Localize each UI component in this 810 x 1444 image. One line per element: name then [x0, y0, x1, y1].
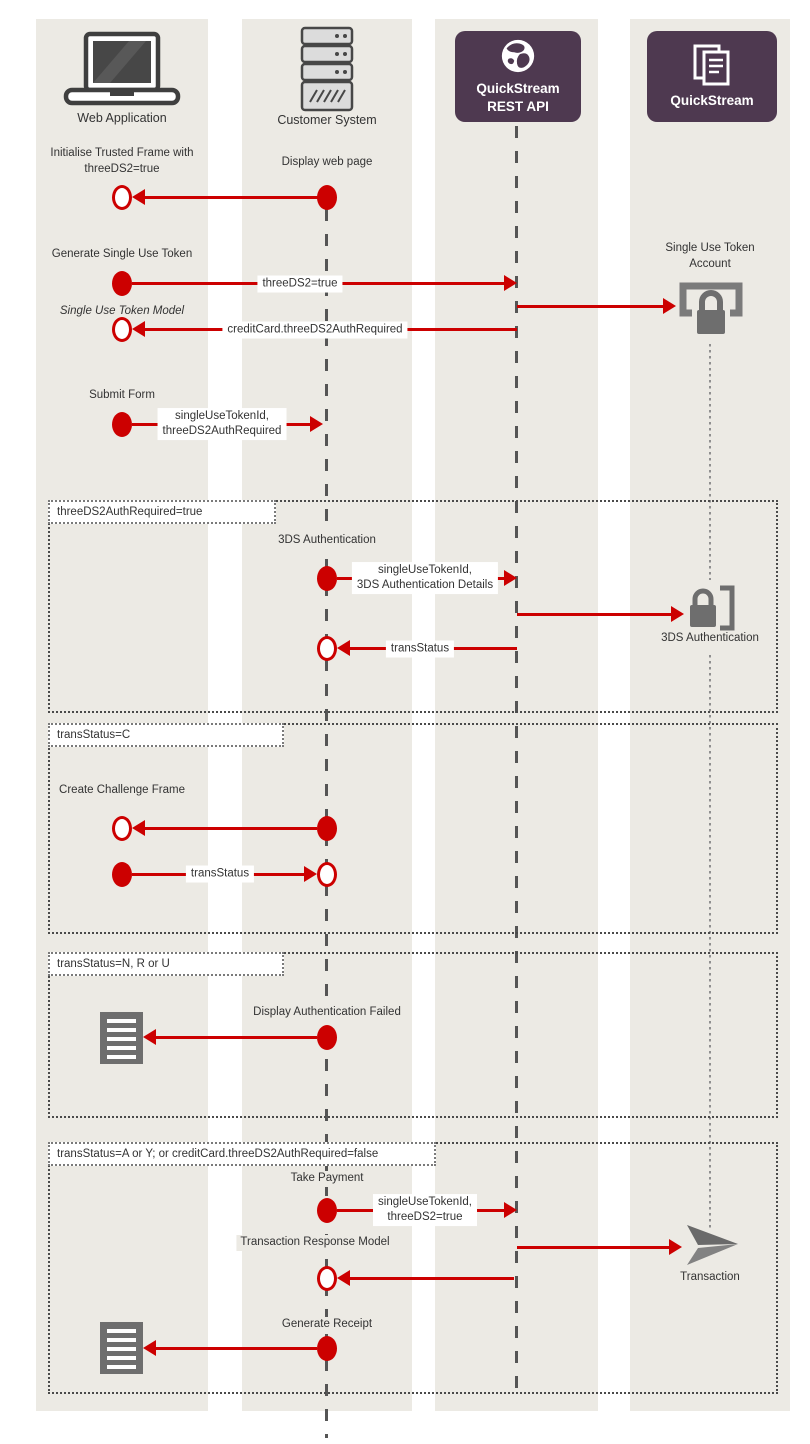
- message-endpoint-filled: [317, 1025, 337, 1050]
- actor-label-customer-system: Customer System: [277, 113, 377, 127]
- message-endpoint-filled: [317, 1336, 337, 1361]
- step-init-trusted-frame: Initialise Trusted Frame with threeDS2=t…: [50, 147, 194, 175]
- transaction-send-icon: [687, 1225, 738, 1265]
- arrowhead: [143, 1029, 156, 1045]
- globe-icon: [501, 40, 535, 73]
- actor-label-rest-api: QuickStream REST API: [476, 81, 560, 114]
- message-endpoint-filled: [112, 862, 132, 887]
- alt-frame-transstatus-ay: transStatus=A or Y; or creditCard.threeD…: [48, 1142, 778, 1394]
- arrowhead: [504, 1202, 517, 1218]
- message-endpoint-open: [317, 1266, 337, 1291]
- message-endpoint-open: [317, 636, 337, 661]
- message-endpoint-filled: [317, 816, 337, 841]
- alt-frame-threeds2-required: threeDS2AuthRequired=true: [48, 500, 778, 713]
- message-line: [348, 1277, 514, 1280]
- token-account-lock-icon: [679, 282, 743, 334]
- arrowhead: [132, 820, 145, 836]
- document-icon: [100, 1322, 143, 1374]
- laptop-icon: [63, 31, 181, 106]
- message-endpoint-filled: [317, 566, 337, 591]
- actor-label-web-application: Web Application: [77, 111, 167, 125]
- arrowhead: [671, 606, 684, 622]
- step-display-authentication-failed: Display Authentication Failed: [249, 1005, 405, 1021]
- endpoint-label-3ds-authentication: 3DS Authentication: [661, 631, 759, 647]
- step-submit-form: Submit Form: [89, 389, 155, 401]
- actor-label-quickstream: QuickStream: [670, 93, 754, 109]
- endpoint-label-single-use-token-account: Single Use Token Account: [665, 241, 755, 273]
- arrowhead: [143, 1340, 156, 1356]
- quickstream-badge: QuickStream: [647, 31, 777, 122]
- step-display-web-page: Display web page: [281, 156, 373, 168]
- message-line: [154, 1036, 317, 1039]
- frame-condition: transStatus=A or Y; or creditCard.threeD…: [48, 1142, 436, 1166]
- message-endpoint-filled: [317, 185, 337, 210]
- frame-condition: transStatus=C: [48, 723, 284, 747]
- message-label-transstatus: transStatus: [185, 865, 255, 883]
- message-endpoint-open: [112, 317, 132, 342]
- frame-condition: transStatus=N, R or U: [48, 952, 284, 976]
- arrowhead: [337, 1270, 350, 1286]
- arrowhead: [337, 640, 350, 656]
- lifeline-rest-api: [515, 126, 518, 1400]
- arrowhead: [663, 298, 676, 314]
- message-line: [143, 196, 327, 199]
- 3ds-lock-icon: [690, 585, 735, 631]
- message-endpoint-open: [112, 816, 132, 841]
- arrowhead: [504, 570, 517, 586]
- endpoint-label-transaction: Transaction: [680, 1270, 740, 1286]
- message-endpoint-filled: [317, 1198, 337, 1223]
- frame-condition: threeDS2AuthRequired=true: [48, 500, 276, 524]
- copy-pages-icon: [693, 44, 730, 86]
- message-label-sutid-threeds2-true: singleUseTokenId, threeDS2=true: [373, 1194, 477, 1226]
- alt-frame-transstatus-nru: transStatus=N, R or U: [48, 952, 778, 1118]
- message-label-creditcard-auth-required: creditCard.threeDS2AuthRequired: [222, 321, 408, 339]
- message-label-threeds2-true: threeDS2=true: [257, 275, 343, 293]
- message-endpoint-open: [317, 862, 337, 887]
- message-label-sutid-3ds-details: singleUseTokenId, 3DS Authentication Det…: [351, 562, 499, 594]
- step-single-use-token-model: Single Use Token Model: [59, 305, 185, 317]
- rest-api-badge: QuickStream REST API: [455, 31, 581, 122]
- message-line: [517, 305, 663, 308]
- arrowhead: [132, 189, 145, 205]
- server-icon: [300, 26, 354, 112]
- arrowhead: [132, 321, 145, 337]
- alt-frame-transstatus-c: transStatus=C: [48, 723, 778, 934]
- step-take-payment: Take Payment: [286, 1171, 368, 1187]
- message-line: [154, 1347, 317, 1350]
- document-icon: [100, 1012, 143, 1064]
- arrowhead: [504, 275, 517, 291]
- step-generate-single-use-token: Generate Single Use Token: [51, 248, 193, 260]
- step-generate-receipt: Generate Receipt: [277, 1317, 377, 1333]
- lifeline-quickstream: [709, 655, 711, 1228]
- step-create-challenge-frame: Create Challenge Frame: [59, 784, 185, 796]
- message-line: [517, 1246, 669, 1249]
- lifeline-quickstream: [709, 344, 711, 580]
- message-label-transstatus: transStatus: [385, 640, 455, 658]
- step-3ds-authentication: 3DS Authentication: [274, 533, 380, 549]
- arrowhead: [310, 416, 323, 432]
- arrowhead: [669, 1239, 682, 1255]
- step-transaction-response-model: Transaction Response Model: [236, 1235, 394, 1251]
- message-label-sutid-auth-required: singleUseTokenId, threeDS2AuthRequired: [157, 408, 287, 440]
- column-web-application: [36, 19, 208, 1411]
- message-endpoint-filled: [112, 412, 132, 437]
- message-line: [517, 613, 671, 616]
- arrowhead: [304, 866, 317, 882]
- message-endpoint-open: [112, 185, 132, 210]
- message-line: [143, 827, 317, 830]
- message-endpoint-filled: [112, 271, 132, 296]
